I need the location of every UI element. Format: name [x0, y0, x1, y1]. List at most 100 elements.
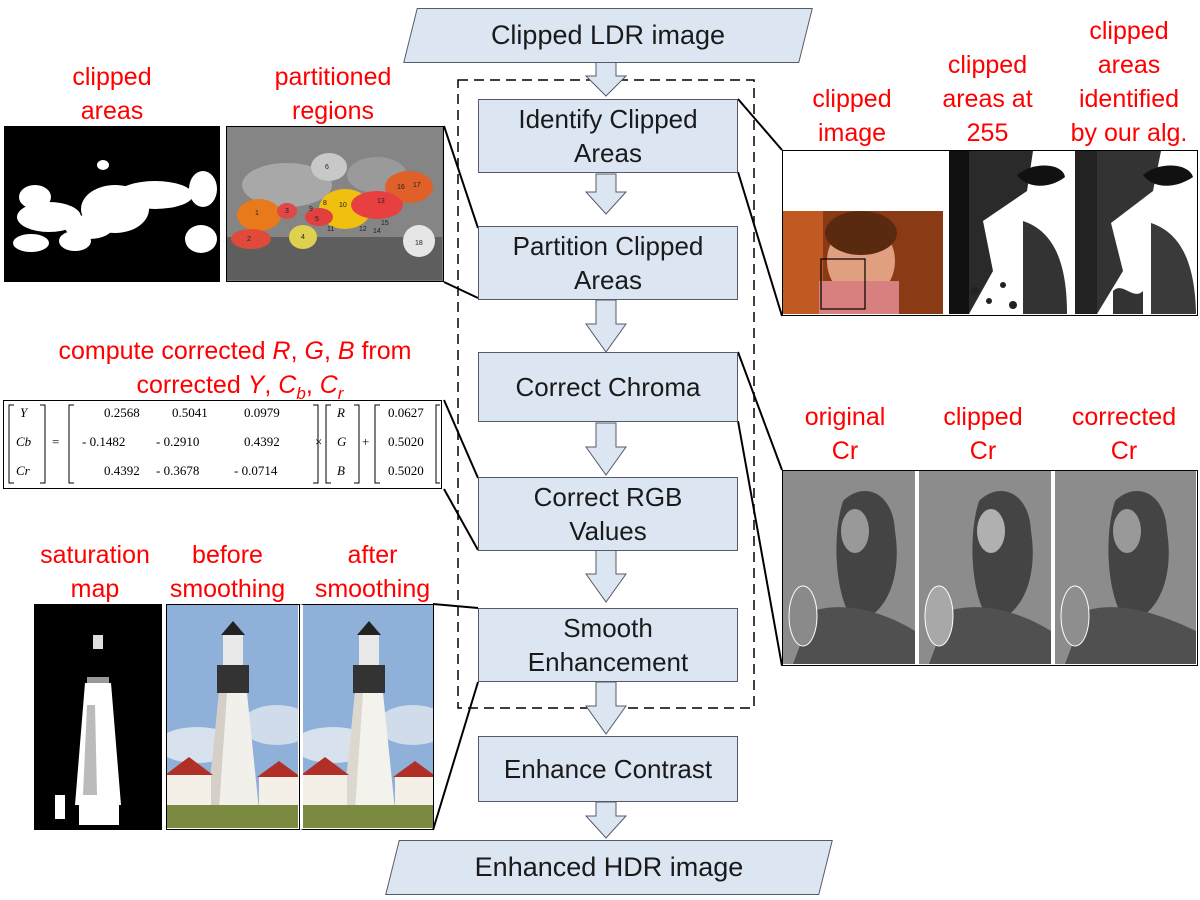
region-17: 17 [413, 182, 421, 189]
label-saturation-map: saturation map [40, 541, 150, 603]
m10: - 0.1482 [82, 434, 126, 449]
compute-prefix: compute corrected [58, 337, 273, 365]
equals-sign: = [52, 434, 60, 449]
m21: - 0.3678 [156, 463, 200, 478]
region-8: 8 [323, 200, 327, 207]
clipped-areas-panel [782, 150, 1198, 316]
comma-3: , [264, 371, 279, 399]
step-identify-clipped: Identify Clipped Areas [478, 99, 738, 173]
region-6: 6 [325, 164, 329, 171]
offset-2: 0.5020 [388, 463, 424, 478]
times-sign: × [315, 434, 323, 449]
m00: 0.2568 [104, 405, 140, 420]
flow-arrow-3 [585, 299, 627, 353]
label-original-cr: original Cr [804, 403, 886, 465]
label-clipped-areas: clipped areas [72, 63, 152, 125]
lhs-Cr: Cr [16, 463, 30, 478]
conversion-equation: Y Cb Cr = 0.2568 0.5041 0.0979 - 0.1482 … [3, 400, 442, 489]
leader-clipped-areas [443, 125, 479, 229]
region-18: 18 [415, 240, 423, 247]
cr-clipped [919, 471, 1051, 664]
corrected-C2: C [319, 371, 338, 399]
lhs-Y: Y [20, 405, 28, 420]
m22: - 0.0714 [234, 463, 278, 478]
region-5: 5 [315, 216, 319, 223]
label-corrected-ycbcr: corrected Y, Cb, Cr [40, 368, 440, 411]
comma-2: , [323, 337, 338, 365]
m01: 0.5041 [172, 405, 208, 420]
region-12: 12 [359, 226, 367, 233]
m02: 0.0979 [244, 405, 280, 420]
cr-original [783, 471, 915, 664]
rgb-R: R [337, 405, 345, 420]
flow-arrow-4 [585, 422, 627, 476]
clipped-at-255-map [949, 151, 1067, 314]
region-10: 10 [339, 202, 347, 209]
compute-B: B [337, 337, 355, 365]
flow-arrow-2 [584, 173, 628, 215]
saturation-map-image [34, 604, 162, 830]
compute-from: from [354, 337, 412, 365]
leader-identify-right-top [737, 98, 783, 151]
compute-R: R [272, 337, 291, 365]
rgb-G: G [337, 434, 347, 449]
m11: - 0.2910 [156, 434, 200, 449]
lhs-Cb: Cb [16, 434, 32, 449]
label-before-smoothing: before smoothing [169, 541, 286, 603]
plus-sign: + [362, 434, 370, 449]
flow-arrow-6 [585, 681, 627, 735]
clipped-photo [783, 211, 943, 314]
flow-arrow-1 [584, 61, 628, 97]
cr-channels-panel [782, 470, 1198, 666]
m20: 0.4392 [104, 463, 140, 478]
leader-chroma-right-bottom [737, 420, 783, 667]
leader-identify-right-bottom [737, 171, 783, 317]
flow-arrow-7 [584, 801, 628, 839]
leader-smooth-bottom [432, 681, 479, 831]
step-correct-chroma: Correct Chroma [478, 352, 738, 422]
offset-0: 0.0627 [388, 405, 424, 420]
partitioned-regions-image: 1 2 3 4 5 6 8 9 10 11 12 13 14 15 16 17 … [226, 126, 444, 282]
corrected-C1: C [278, 371, 297, 399]
input-label: Clipped LDR image [490, 20, 726, 50]
comma-4: , [305, 371, 320, 399]
label-clipped-at-255: clipped areas at 255 [942, 51, 1033, 147]
leader-chroma-right-top [737, 351, 783, 471]
leader-matrix-top [443, 399, 479, 479]
label-partitioned-regions: partitioned regions [274, 63, 392, 125]
region-3: 3 [285, 208, 289, 215]
leader-partitioned [443, 281, 479, 299]
after-smoothing-image [300, 604, 434, 830]
region-4: 4 [301, 234, 305, 241]
cr-corrected [1055, 471, 1196, 664]
corrected-prefix: corrected [136, 371, 248, 399]
step-correct-rgb: Correct RGB Values [478, 477, 738, 551]
label-clipped-cr: clipped Cr [943, 403, 1023, 465]
leader-smooth-top [432, 603, 479, 609]
identified-map [1075, 151, 1196, 314]
m12: 0.4392 [244, 434, 280, 449]
region-1: 1 [255, 210, 259, 217]
compute-G: G [304, 337, 324, 365]
region-11: 11 [327, 226, 334, 233]
region-16: 16 [397, 184, 405, 191]
matrix-brackets [8, 404, 440, 484]
sub-r: r [337, 384, 344, 403]
offset-1: 0.5020 [388, 434, 424, 449]
label-after-smoothing: after smoothing [314, 541, 431, 603]
flow-arrow-5 [585, 549, 627, 603]
region-2: 2 [247, 236, 251, 243]
before-smoothing-image [166, 604, 300, 830]
region-15: 15 [381, 220, 389, 227]
output-label: Enhanced HDR image [474, 852, 744, 882]
step-smooth-enhancement: Smooth Enhancement [478, 608, 738, 682]
leader-matrix-bottom [443, 488, 479, 551]
step-partition-clipped: Partition Clipped Areas [478, 226, 738, 300]
label-compute-corrected: compute corrected R, G, B from [0, 334, 470, 368]
region-14: 14 [373, 228, 381, 235]
clipped-areas-image [4, 126, 220, 282]
label-clipped-image: clipped image [812, 85, 892, 147]
corrected-Y: Y [247, 371, 265, 399]
rgb-B: B [337, 463, 345, 478]
